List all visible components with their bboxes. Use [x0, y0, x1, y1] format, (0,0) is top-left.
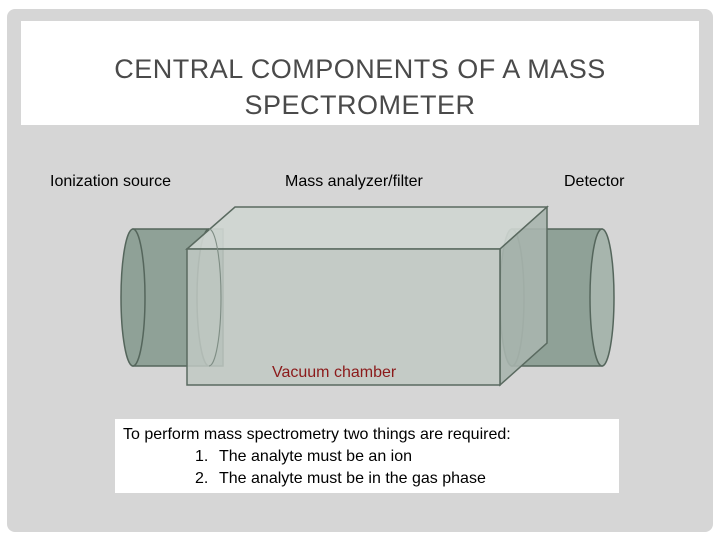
requirement-text: The analyte must be in the gas phase: [219, 470, 486, 487]
requirements-box: To perform mass spectrometry two things …: [115, 419, 619, 493]
title-box: CENTRAL COMPONENTS OF A MASS SPECTROMETE…: [21, 21, 699, 125]
requirement-number: 1.: [195, 448, 209, 465]
mass-spectrometer-diagram: [120, 205, 615, 387]
ionization-source-label: Ionization source: [50, 173, 171, 190]
requirements-intro: To perform mass spectrometry two things …: [123, 426, 511, 443]
requirement-text: The analyte must be an ion: [219, 448, 413, 465]
mass-analyzer-label: Mass analyzer/filter: [285, 173, 423, 190]
detector-label: Detector: [564, 173, 625, 190]
requirement-item: 1. The analyte must be an ion: [195, 448, 412, 466]
requirement-number: 2.: [195, 470, 209, 487]
requirement-item: 2. The analyte must be in the gas phase: [195, 470, 486, 488]
mass-analyzer-box: [185, 205, 549, 387]
slide-title: CENTRAL COMPONENTS OF A MASS SPECTROMETE…: [114, 54, 606, 120]
slide: CENTRAL COMPONENTS OF A MASS SPECTROMETE…: [7, 9, 713, 532]
vacuum-chamber-label: Vacuum chamber: [272, 364, 397, 381]
